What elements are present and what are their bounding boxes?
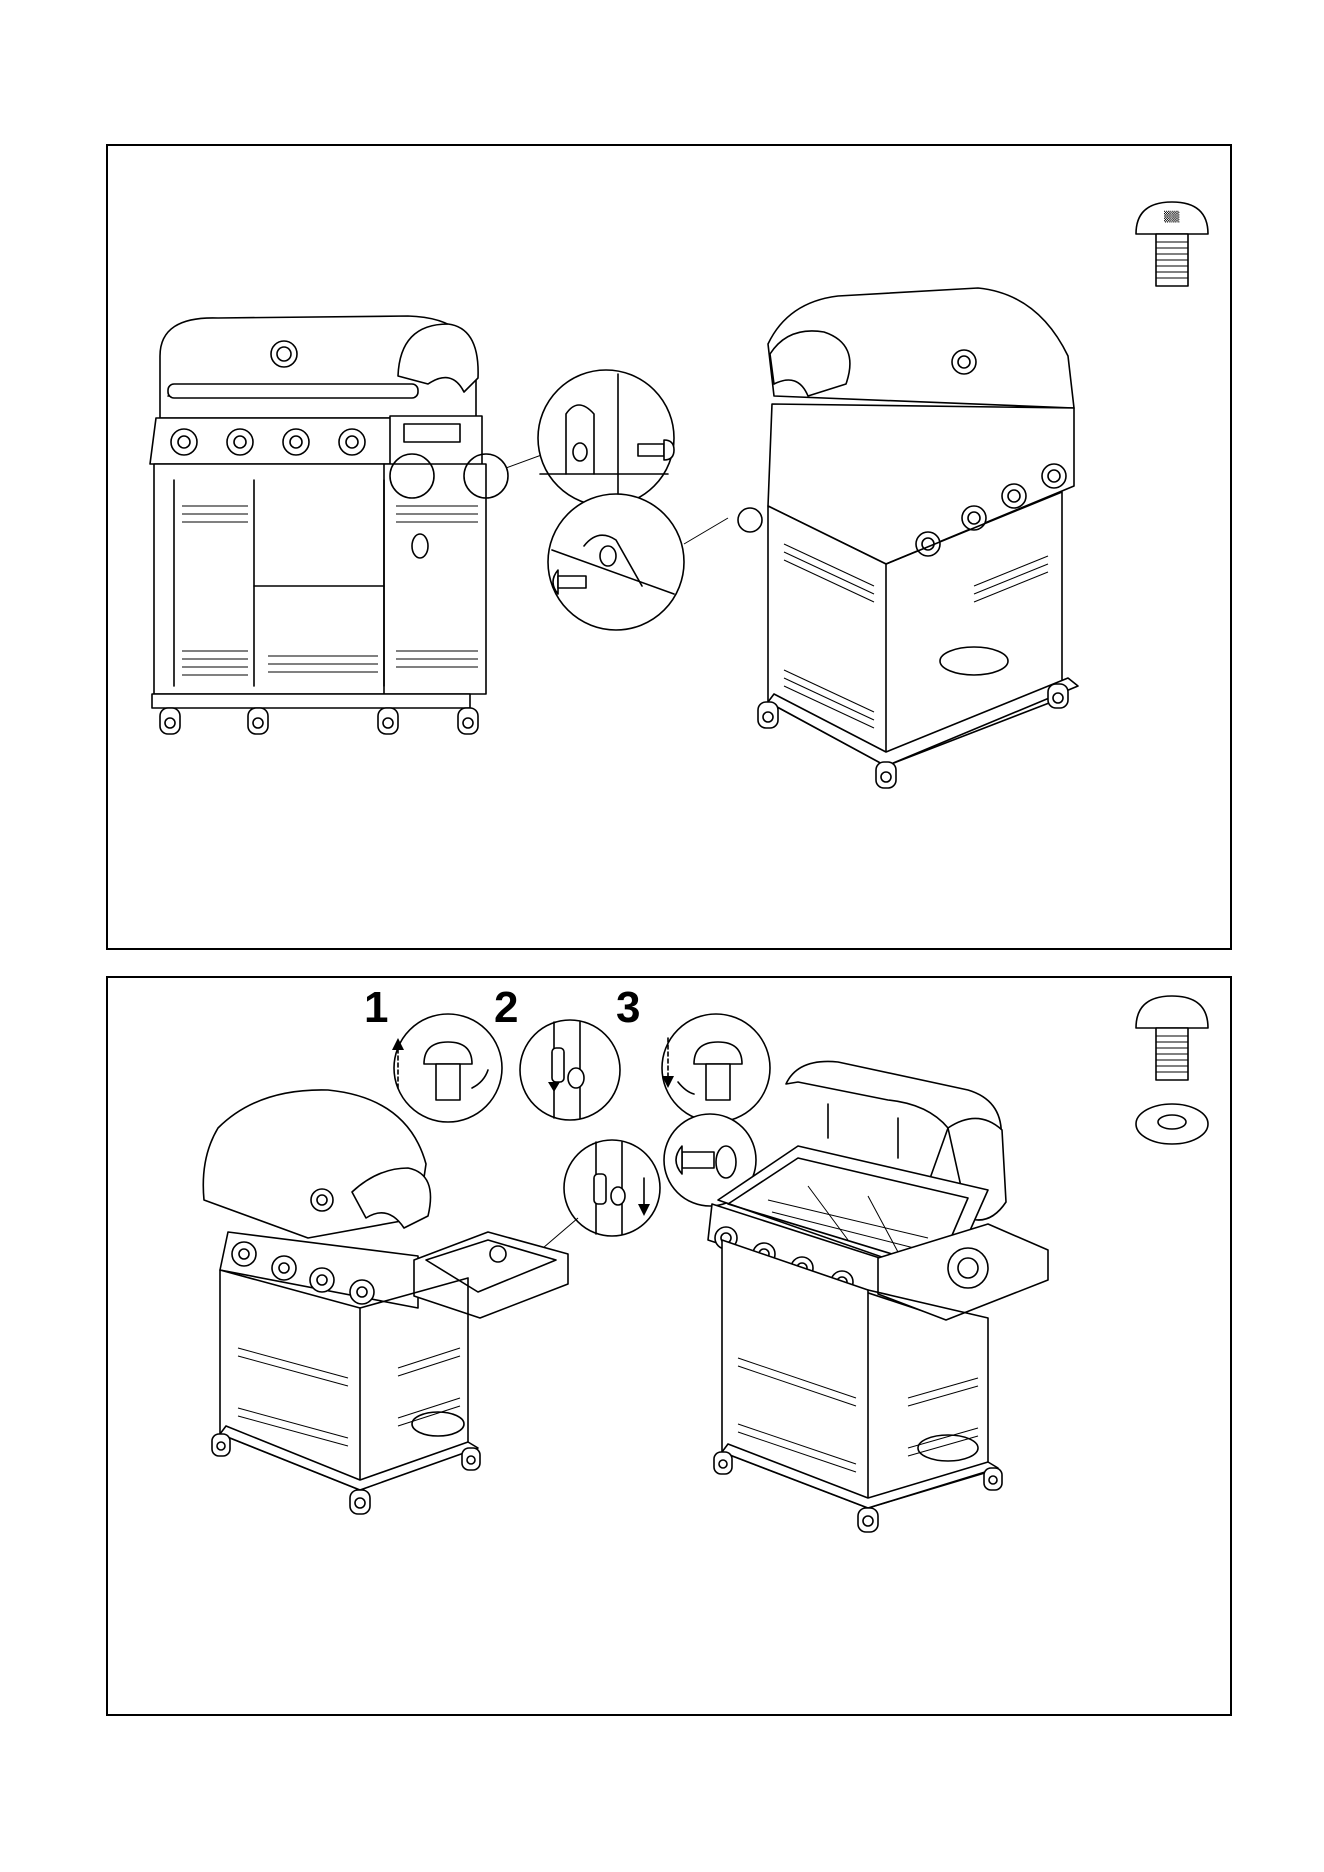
grill-angled-view [738, 288, 1078, 788]
sub-step-2: 2 [494, 983, 620, 1120]
step-number: 3 [616, 983, 640, 1032]
svg-text:▒▒: ▒▒ [1164, 210, 1180, 223]
step-number: 1 [364, 983, 388, 1032]
panel-2-illustration: 1 2 3 [108, 978, 1234, 1718]
washer-icon [1136, 1104, 1208, 1144]
caster-wheel [984, 1468, 1002, 1490]
control-knob [227, 429, 253, 455]
caster-wheel [350, 1490, 370, 1514]
control-knob [1002, 484, 1026, 508]
grill-open-view [708, 1061, 1048, 1532]
control-knob [310, 1268, 334, 1292]
bolt-loosen-icon [392, 1014, 502, 1122]
control-knob [350, 1280, 374, 1304]
caster-wheel [458, 708, 478, 734]
grill-front-view [150, 316, 566, 734]
sub-step-1: 1 [364, 983, 502, 1122]
bracket-slide-icon [520, 1020, 620, 1120]
grill-closed-view [203, 1090, 568, 1514]
caster-wheel [212, 1434, 230, 1456]
bolt-tighten-icon [662, 1014, 770, 1122]
control-knob [272, 1256, 296, 1280]
control-knob [339, 429, 365, 455]
control-knob [171, 429, 197, 455]
caster-wheel [462, 1448, 480, 1470]
caster-wheel [876, 762, 896, 788]
assembly-step-panel-2: 1 2 3 [106, 976, 1232, 1716]
caster-wheel [758, 702, 778, 728]
caster-wheel [1048, 684, 1068, 708]
control-knob [232, 1242, 256, 1266]
caster-wheel [378, 708, 398, 734]
control-knob [283, 429, 309, 455]
control-knob [962, 506, 986, 530]
caster-wheel [160, 708, 180, 734]
step-number: 2 [494, 983, 518, 1032]
caster-wheel [858, 1508, 878, 1532]
bolt-insert-detail-lower [548, 494, 728, 630]
bolt-icon [1136, 996, 1208, 1080]
bolt-insert-detail-upper [538, 370, 674, 506]
caster-wheel [248, 708, 268, 734]
assembly-step-panel-1: ▒▒ [106, 144, 1232, 950]
bolt-icon: ▒▒ [1136, 202, 1208, 286]
sub-step-3: 3 [616, 983, 770, 1122]
control-knob [1042, 464, 1066, 488]
caster-wheel [714, 1452, 732, 1474]
panel-1-illustration: ▒▒ [108, 146, 1234, 952]
